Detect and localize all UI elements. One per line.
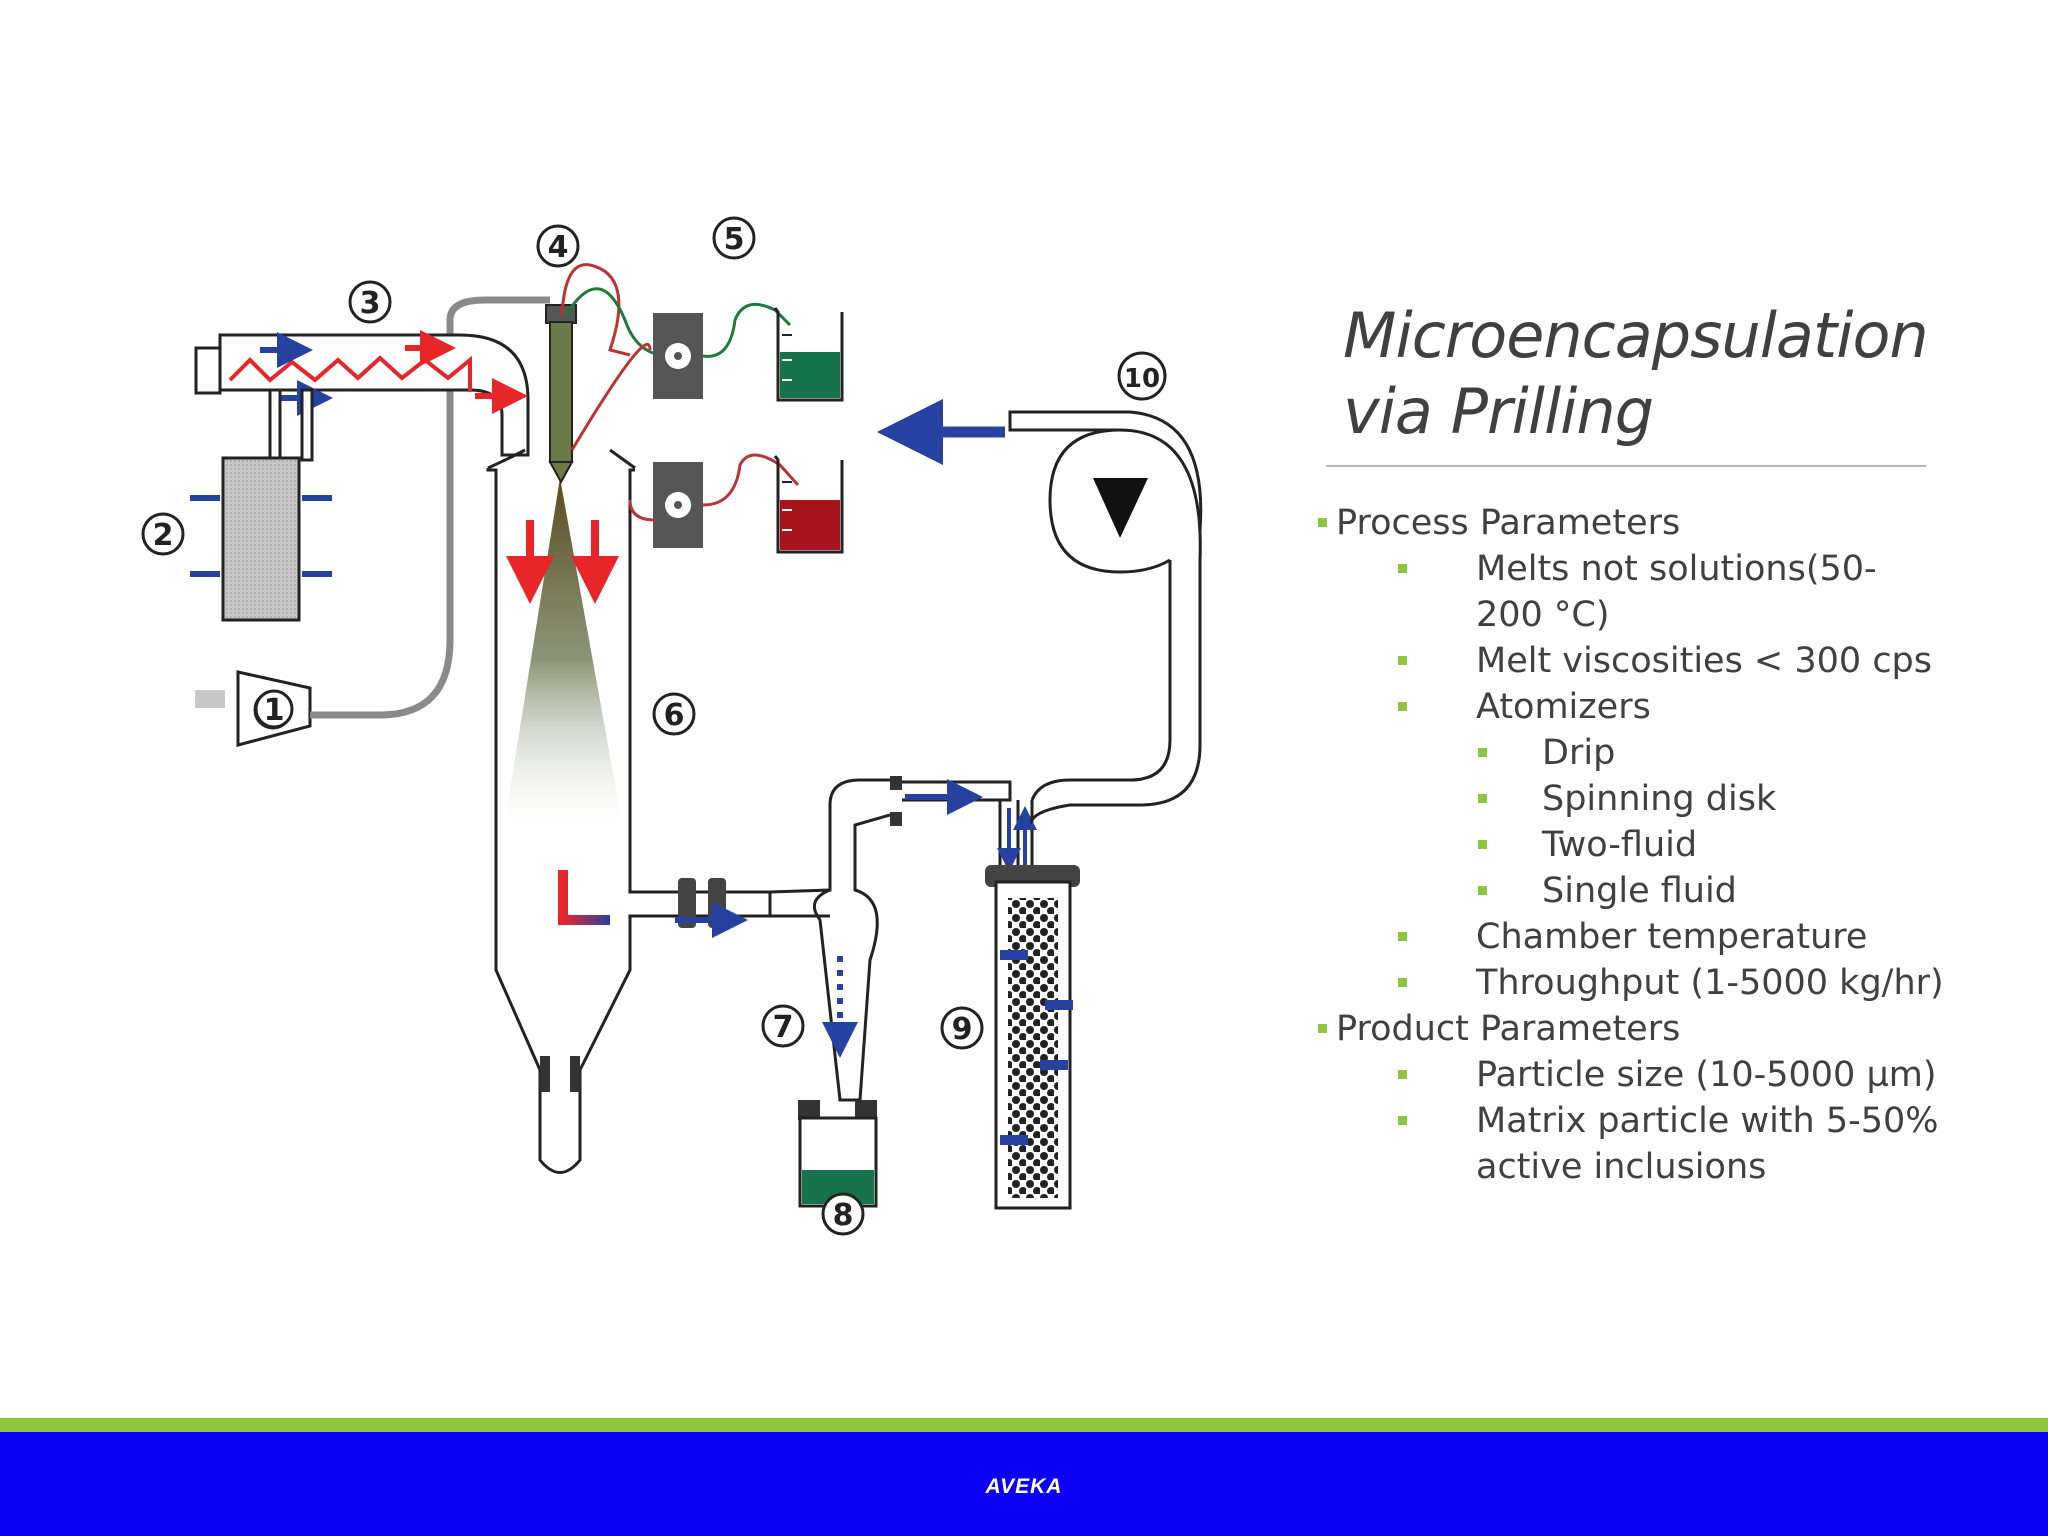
step-label: 5 [712, 216, 756, 260]
spray-cone [502, 478, 625, 840]
atomizer-nozzle [545, 304, 577, 485]
step-label-3: 3 [360, 286, 381, 321]
step-label: 8 [821, 1192, 865, 1236]
bullet-text: Two-fluid [1542, 825, 1698, 865]
beaker-green [773, 307, 844, 402]
step-label-5: 5 [724, 222, 745, 257]
exhaust-blower [1008, 410, 1203, 574]
title-line-2: via Prilling [1343, 375, 1654, 448]
gas-inlet-arrow [195, 690, 225, 708]
bullet-marker [1398, 564, 1407, 573]
scrubber-column [985, 800, 1080, 1210]
feed-pump-red [653, 462, 703, 548]
bullet-marker [1318, 1024, 1327, 1033]
step-label-7: 7 [773, 1010, 794, 1045]
step-label: 10 [1117, 351, 1167, 401]
title-divider [1326, 465, 1926, 467]
step-label: 6 [652, 692, 696, 736]
bullet-text: 200 °C) [1476, 595, 1610, 635]
beaker-red [773, 455, 844, 554]
step-label-9: 9 [952, 1012, 973, 1047]
bullet-marker [1398, 978, 1407, 987]
bullet-text: active inclusions [1476, 1147, 1767, 1187]
feed-pump-green [653, 313, 703, 399]
bullet-marker [1478, 840, 1487, 849]
footer-bar [0, 1432, 2048, 1536]
bullet-text: Melts not solutions(50- [1476, 549, 1877, 589]
bullet-marker [1478, 748, 1487, 757]
bullet-text: Product Parameters [1336, 1009, 1681, 1049]
bullet-marker [1398, 932, 1407, 941]
title-line-1: Microencapsulation [1343, 299, 1929, 372]
step-label: 2 [141, 512, 185, 556]
step-label-10: 10 [1124, 364, 1160, 394]
bullet-marker [1318, 518, 1327, 527]
cyclone-separator [769, 776, 902, 1102]
step-label: 3 [348, 280, 392, 324]
bullet-text: Process Parameters [1336, 503, 1681, 543]
bullet-marker [1398, 1116, 1407, 1125]
prilling-process-diagram: 1 2 3 4 5 6 7 8 9 10 [141, 216, 1203, 1236]
bullet-text: Melt viscosities < 300 cps [1476, 641, 1933, 681]
bullet-text: Drip [1542, 733, 1616, 773]
slide-title: Microencapsulation via Prilling [1343, 298, 1963, 450]
step-label-4: 4 [548, 230, 569, 265]
bullet-text: Single fluid [1542, 871, 1737, 911]
step-label-6: 6 [664, 698, 685, 733]
step-label-8: 8 [833, 1198, 854, 1233]
bullet-marker [1478, 794, 1487, 803]
step-label-1: 1 [264, 693, 285, 728]
bullet-marker [1398, 702, 1407, 711]
product-collector [798, 1100, 878, 1208]
bullet-marker [1398, 1070, 1407, 1079]
gas-supply-line [310, 296, 550, 719]
bullet-text: Atomizers [1476, 687, 1651, 727]
step-label: 4 [536, 224, 580, 268]
step-label: 9 [940, 1006, 984, 1050]
bullet-text: Matrix particle with 5-50% [1476, 1101, 1939, 1141]
footer-company-name: AVEKA [985, 1475, 1063, 1498]
bullet-text: Throughput (1-5000 kg/hr) [1476, 963, 1944, 1003]
footer-accent-bar [0, 1418, 2048, 1432]
bullet-marker [1478, 886, 1487, 895]
air-filter [190, 388, 332, 622]
spray-tower [486, 468, 772, 1174]
bullet-text: Chamber temperature [1476, 917, 1868, 957]
heater-duct [194, 330, 530, 457]
bullet-marker [1398, 656, 1407, 665]
bullet-text: Particle size (10-5000 µm) [1476, 1055, 1937, 1095]
valve-left [678, 878, 696, 928]
bullet-text: Spinning disk [1542, 779, 1777, 819]
step-label: 7 [761, 1004, 805, 1048]
step-label-2: 2 [153, 518, 174, 553]
step-label: 1 [254, 689, 294, 729]
